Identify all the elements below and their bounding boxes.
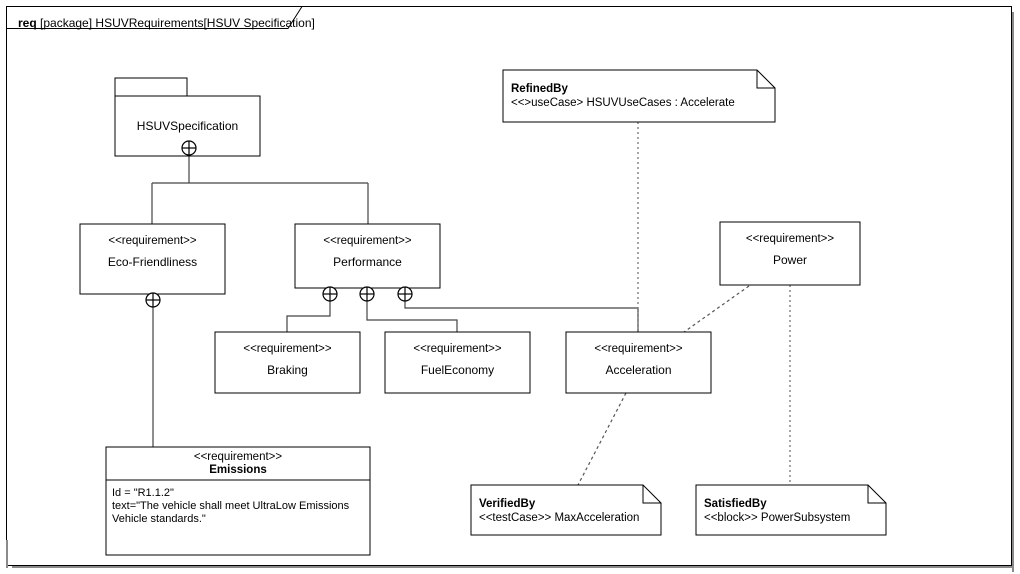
note-shape (470, 484, 662, 536)
requirement-name: FuelEconomy (421, 363, 494, 377)
note-body: <<>useCase> HSUVUseCases : Accelerate (511, 97, 735, 109)
containment-crosshair-icon-acceleration (397, 286, 413, 302)
requirement-name: Power (773, 253, 807, 267)
note-satisfiedby[interactable]: SatisfiedBy <<block>> PowerSubsystem (695, 484, 887, 536)
requirement-box (384, 331, 531, 394)
requirement-box (79, 223, 226, 295)
containment-crosshair-icon-braking (322, 286, 338, 302)
emissions-stereotype: <<requirement>> (194, 451, 283, 463)
package-tab-shape (114, 77, 188, 97)
containment-crosshair-icon-eco (145, 292, 161, 308)
node-acceleration[interactable]: <<requirement>> Acceleration (565, 331, 712, 394)
edge-performance-to-acceleration (404, 301, 639, 332)
note-shape (695, 484, 887, 536)
note-fold-icon (756, 70, 775, 89)
note-body: <<block>> PowerSubsystem (704, 512, 850, 524)
requirement-name: Braking (267, 363, 308, 377)
requirement-stereotype: <<requirement>> (323, 235, 412, 247)
frame-tab-label: req [package] HSUVRequirements[HSUV Spec… (18, 17, 315, 29)
frame-tab-text: [package] HSUVRequirements[HSUV Specific… (40, 16, 315, 30)
requirement-box (294, 223, 441, 289)
edge-verifiedby-dependency (577, 392, 627, 486)
node-emissions[interactable]: <<requirement>> Emissions Id = "R1.1.2" … (105, 446, 371, 556)
requirement-name: Performance (333, 255, 402, 269)
requirement-stereotype: <<requirement>> (108, 235, 197, 247)
note-body: <<testCase>> MaxAcceleration (479, 512, 639, 524)
requirement-box (565, 331, 712, 394)
emissions-box (105, 446, 371, 556)
requirement-stereotype: <<requirement>> (594, 343, 683, 355)
requirement-box (214, 331, 361, 394)
edge-performance-to-fueleconomy (366, 301, 458, 332)
node-fueleconomy[interactable]: <<requirement>> FuelEconomy (384, 331, 531, 394)
diagram-frame-tab: req [package] HSUVRequirements[HSUV Spec… (6, 6, 315, 29)
frame-tab-keyword: req (18, 16, 37, 30)
connector-layer (151, 122, 791, 486)
containment-crosshair-icon-fueleconomy (359, 286, 375, 302)
requirement-box (719, 221, 861, 286)
note-refinedby[interactable]: RefinedBy <<>useCase> HSUVUseCases : Acc… (502, 69, 776, 123)
package-label: HSUVSpecification (137, 119, 238, 133)
note-title: VerifiedBy (479, 498, 536, 510)
note-fold-icon (867, 485, 886, 504)
edge-power-acceleration-derive (683, 285, 750, 333)
containment-crosshair-icon-spec (181, 140, 197, 156)
frame-tab-shape (6, 6, 303, 29)
emissions-property-text-2: Vehicle standards." (112, 513, 206, 525)
frame-shadow-bottom (12, 566, 1012, 568)
frame-shadow-left (6, 540, 8, 568)
requirement-name: Eco-Friendliness (108, 255, 197, 269)
note-verifiedby[interactable]: VerifiedBy <<testCase>> MaxAcceleration (470, 484, 662, 536)
emissions-property-text-1: text="The vehicle shall meet UltraLow Em… (112, 500, 350, 512)
frame-shadow-right (1012, 12, 1014, 572)
requirement-stereotype: <<requirement>> (746, 233, 835, 245)
note-fold-icon (642, 485, 661, 504)
emissions-property-id: Id = "R1.1.2" (112, 487, 174, 499)
node-braking[interactable]: <<requirement>> Braking (214, 331, 361, 394)
node-power[interactable]: <<requirement>> Power (719, 221, 861, 286)
requirement-nodes: <<requirement>> Eco-Friendliness <<requi… (79, 221, 861, 394)
note-title: RefinedBy (511, 83, 568, 95)
edge-performance-to-braking (286, 301, 331, 332)
note-title: SatisfiedBy (704, 498, 767, 510)
requirement-stereotype: <<requirement>> (243, 343, 332, 355)
containment-markers (145, 140, 413, 308)
requirement-name: Acceleration (605, 363, 671, 377)
note-shape (502, 69, 776, 123)
emissions-name: Emissions (209, 464, 267, 476)
node-eco-friendliness[interactable]: <<requirement>> Eco-Friendliness (79, 223, 226, 295)
node-performance[interactable]: <<requirement>> Performance (294, 223, 441, 289)
requirement-stereotype: <<requirement>> (413, 343, 502, 355)
